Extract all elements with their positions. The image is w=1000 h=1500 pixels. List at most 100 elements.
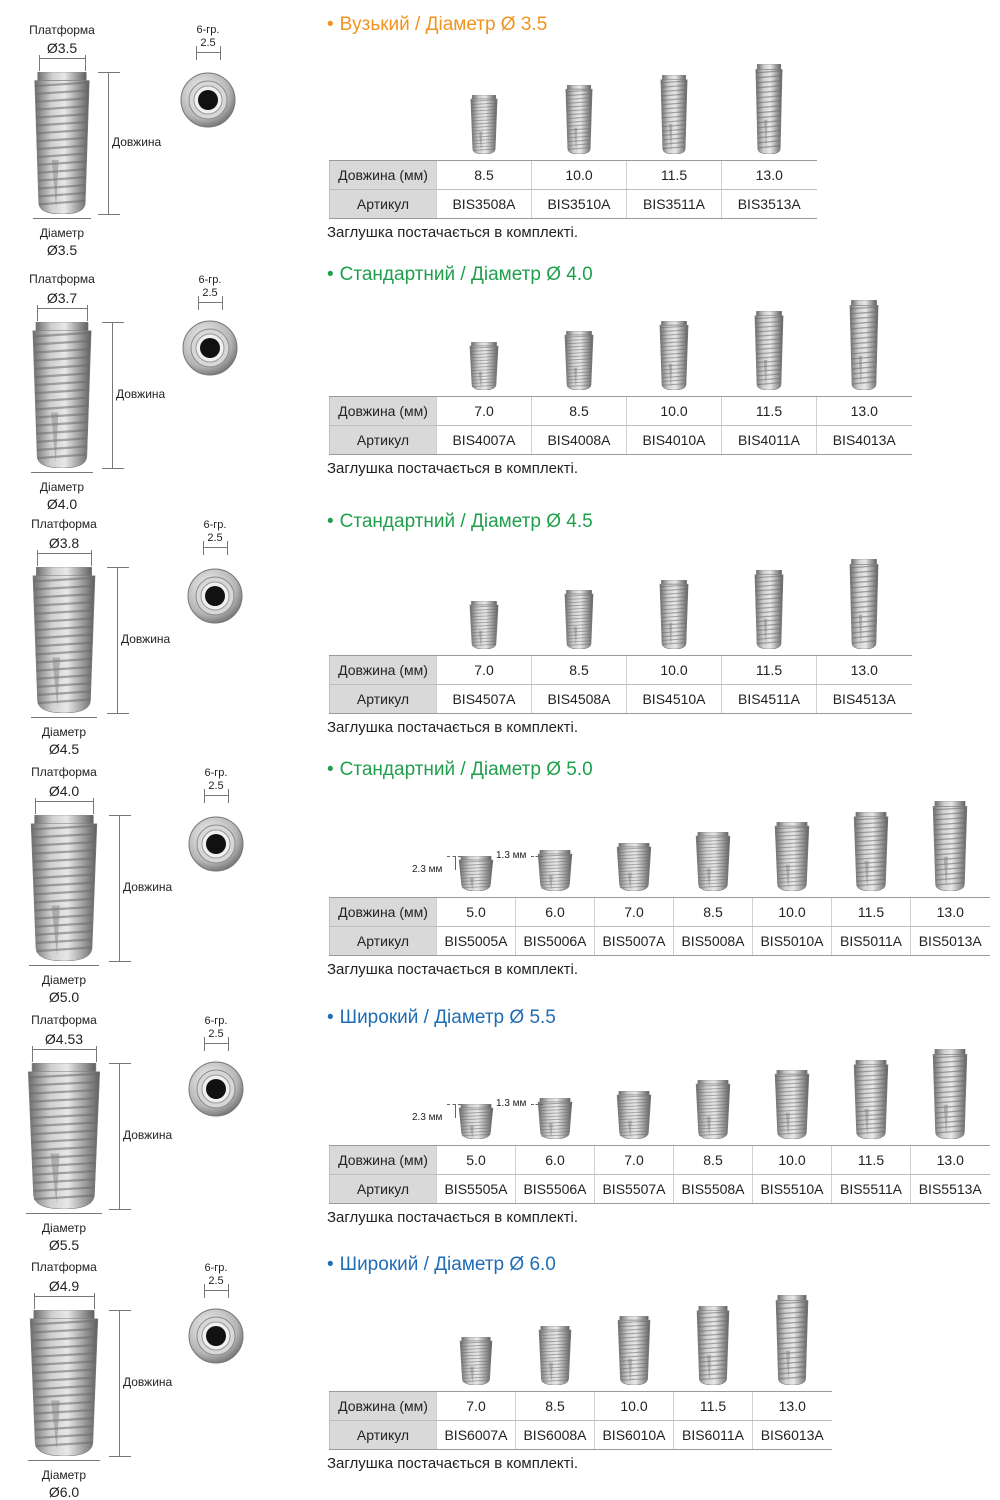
implant-thumbnail [459, 1337, 492, 1385]
cover-screw-note: Заглушка постачається в комплекті. [327, 961, 579, 978]
length-cell: 7.0 [436, 396, 532, 426]
length-cell: 10.0 [531, 160, 627, 190]
section-title-text: Стандартний / Діаметр Ø 4.0 [339, 264, 593, 285]
implant-large-diagram [32, 567, 96, 713]
length-tick-top [109, 815, 131, 816]
implant-thumbnail [458, 856, 493, 891]
diameter-dimension-line [28, 1460, 100, 1461]
diameter-label: Діаметр [41, 973, 87, 987]
hex-dimension-line [203, 547, 227, 548]
diameter-label: Діаметр [41, 725, 87, 739]
article-cell: BIS4007A [436, 425, 532, 455]
collar-line-13 [531, 1104, 543, 1105]
hex-size-value: 2.5 [208, 780, 224, 792]
implant-thumbnail [469, 342, 498, 390]
platform-tick-left [39, 55, 40, 71]
length-cell: 11.5 [626, 160, 722, 190]
length-tick-top [109, 1310, 131, 1311]
hex-tick-left [204, 1284, 205, 1298]
length-dimension-line [108, 72, 109, 214]
length-cell: 13.0 [816, 396, 912, 426]
implant-thumbnail [849, 300, 878, 390]
platform-dimension-line [34, 1296, 94, 1297]
platform-label: Платформа [31, 765, 97, 779]
article-cell: BIS6010A [594, 1420, 674, 1450]
length-row-header: Довжина (мм) [329, 1391, 437, 1421]
cover-screw-top-icon [182, 320, 238, 376]
section-title: •Широкий / Діаметр Ø 5.5 [327, 1007, 556, 1029]
implant-thumbnail [774, 822, 809, 891]
hex-tick-right [228, 1037, 229, 1051]
article-cell: BIS4013A [816, 425, 912, 455]
implant-thumbnail [565, 85, 592, 154]
section-title-text: Широкий / Діаметр Ø 6.0 [339, 1254, 556, 1275]
length-label: Довжина [112, 135, 162, 149]
length-label: Довжина [116, 387, 166, 401]
bullet-icon: • [327, 759, 334, 780]
collar-bar-23 [455, 1104, 456, 1118]
implant-thumbnail [754, 311, 783, 390]
article-cell: BIS4510A [626, 684, 722, 714]
article-cell: BIS5505A [436, 1174, 516, 1204]
length-tick-bottom [109, 1456, 131, 1457]
section-title-text: Широкий / Діаметр Ø 5.5 [339, 1007, 556, 1028]
length-cell: 13.0 [721, 160, 817, 190]
length-dimension-line [119, 1310, 120, 1456]
hex-size-value: 2.5 [202, 287, 218, 299]
diameter-label: Діаметр [39, 480, 85, 494]
length-cell: 13.0 [752, 1391, 832, 1421]
platform-dimension-line [37, 308, 87, 309]
section-title-text: Стандартний / Діаметр Ø 5.0 [339, 759, 593, 780]
platform-tick-right [85, 55, 86, 71]
collar-line-23 [447, 1104, 461, 1105]
implant-thumbnail [755, 64, 782, 154]
implant-thumbnail [458, 1104, 493, 1139]
hex-tick-left [198, 296, 199, 310]
collar-note-23: 2.3 мм [412, 864, 443, 875]
article-cell: BIS5008A [673, 926, 753, 956]
platform-dimension-line [35, 801, 93, 802]
hex-dimension-line [204, 1043, 228, 1044]
length-cell: 13.0 [816, 655, 912, 685]
length-cell: 13.0 [910, 897, 990, 927]
implant-thumbnail [469, 601, 498, 649]
article-row-header: Артикул [329, 189, 437, 219]
implant-large-diagram [32, 322, 92, 468]
length-tick-bottom [109, 1209, 131, 1210]
hex-label: 6-гр. [203, 519, 227, 531]
bullet-icon: • [327, 1254, 334, 1275]
diameter-value: Ø4.5 [48, 741, 80, 757]
length-label: Довжина [121, 632, 171, 646]
platform-value: Ø3.7 [46, 290, 78, 306]
length-cell: 7.0 [436, 1391, 516, 1421]
section-title: •Стандартний / Діаметр Ø 4.5 [327, 511, 593, 533]
diameter-value: Ø3.5 [46, 242, 78, 258]
article-cell: BIS3508A [436, 189, 532, 219]
length-dimension-line [119, 1063, 120, 1209]
length-cell: 6.0 [515, 897, 595, 927]
article-row-header: Артикул [329, 1174, 437, 1204]
collar-line-13 [531, 856, 543, 857]
article-cell: BIS6011A [673, 1420, 753, 1450]
cover-screw-note: Заглушка постачається в комплекті. [327, 719, 579, 736]
hex-tick-right [227, 541, 228, 555]
article-cell: BIS5511A [831, 1174, 911, 1204]
length-tick-top [102, 322, 124, 323]
length-cell: 7.0 [436, 655, 532, 685]
implant-thumbnail [775, 1295, 808, 1385]
article-cell: BIS4507A [436, 684, 532, 714]
hex-dimension-line [204, 795, 228, 796]
hex-tick-left [203, 541, 204, 555]
section-title: •Стандартний / Діаметр Ø 5.0 [327, 759, 593, 781]
cover-screw-note: Заглушка постачається в комплекті. [327, 460, 579, 477]
hex-tick-right [222, 296, 223, 310]
cover-screw-top-icon [180, 72, 236, 128]
article-cell: BIS6007A [436, 1420, 516, 1450]
implant-thumbnail [564, 590, 593, 649]
